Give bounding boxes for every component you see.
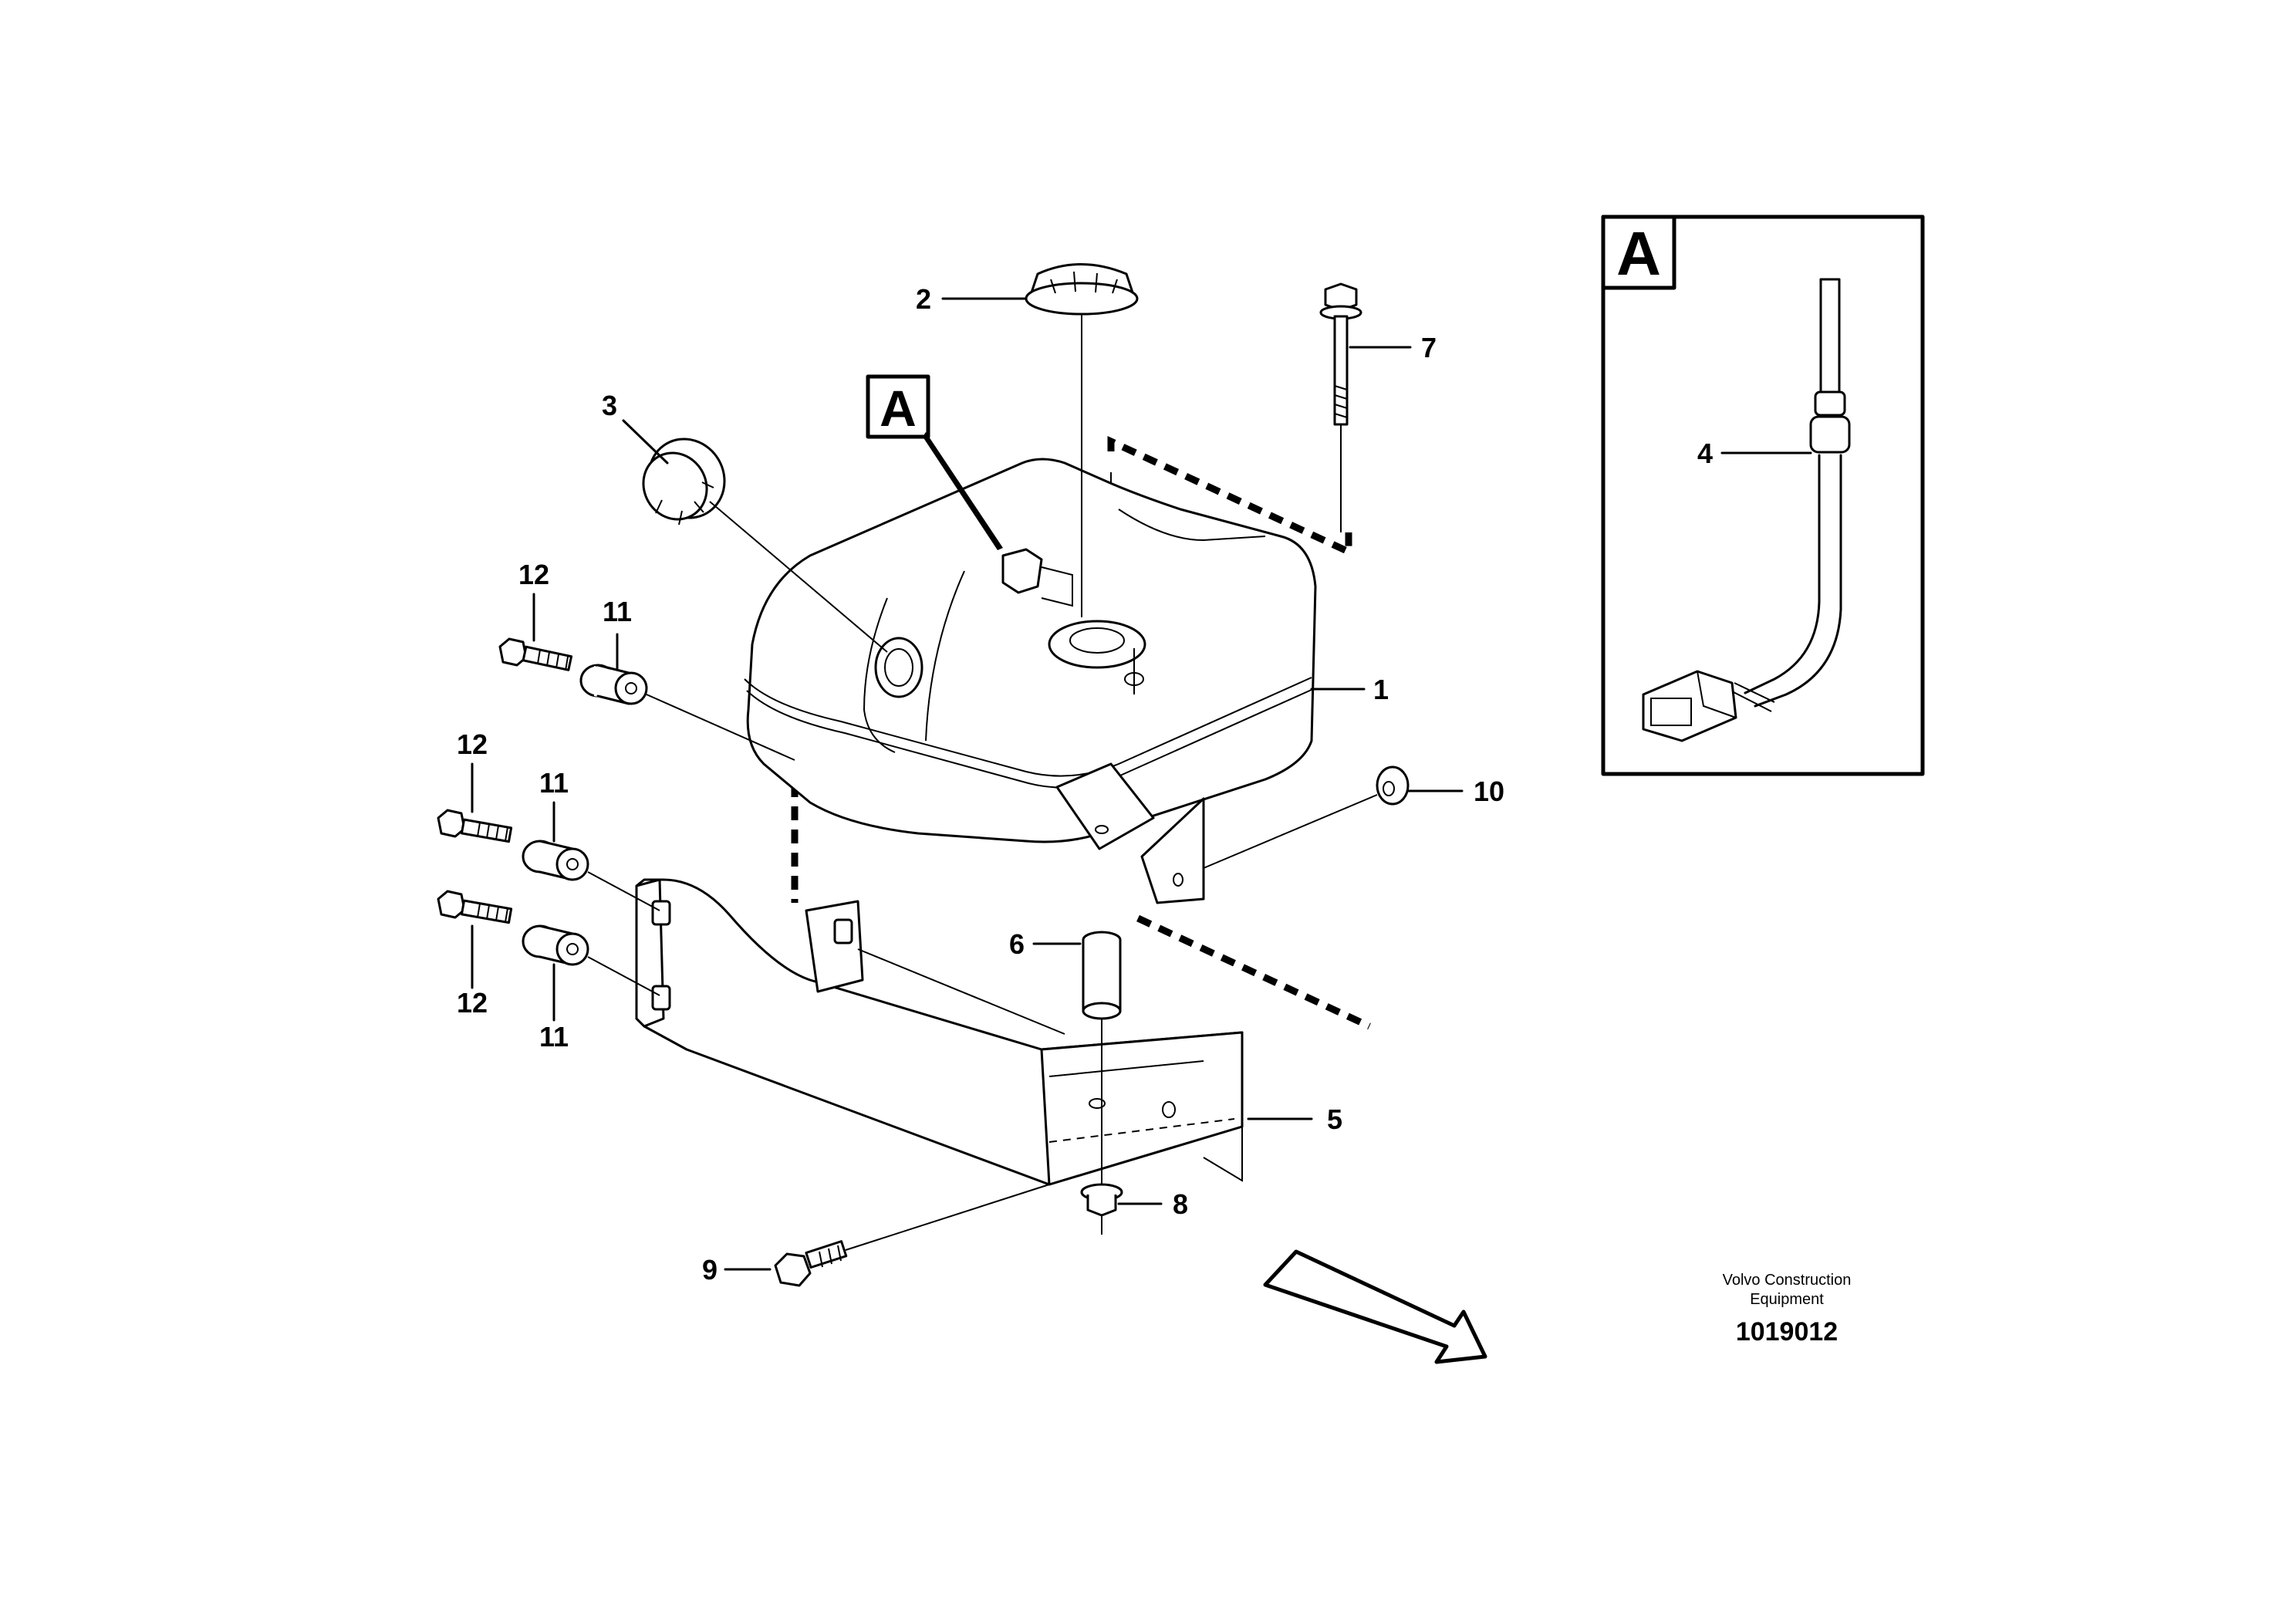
callout-7: 7 — [1421, 332, 1437, 363]
filler-cap-part-3 — [642, 438, 888, 653]
callout-12b: 12 — [457, 728, 488, 760]
inset-detail-label: A — [1616, 219, 1661, 288]
callout-1: 1 — [1373, 674, 1389, 705]
bolt-part-12-top — [498, 637, 573, 671]
callout-2: 2 — [916, 283, 931, 315]
detail-ref-a: A — [866, 374, 1003, 550]
callout-4: 4 — [1697, 438, 1713, 469]
direction-arrow-icon — [1263, 1249, 1487, 1364]
callout-12a: 12 — [518, 559, 549, 590]
spacer-part-11-middle — [522, 840, 660, 911]
callout-11c: 11 — [539, 1021, 569, 1053]
bracket-part-5 — [635, 878, 1244, 1186]
brand-line-1: Volvo Construction — [1723, 1272, 1852, 1289]
bolt-part-12-bottom — [437, 890, 513, 924]
nut-part-8 — [1080, 1183, 1123, 1217]
callout-11b: 11 — [539, 767, 569, 799]
bolt-part-9 — [774, 1184, 1050, 1287]
callout-9: 9 — [702, 1254, 718, 1286]
level-sensor-part-4 — [1642, 278, 1851, 742]
bolt-part-12-middle — [437, 809, 513, 843]
callout-5: 5 — [1327, 1103, 1342, 1135]
spacer-part-11-bottom — [522, 924, 660, 996]
washer-part-10 — [1203, 765, 1410, 869]
spacer-part-6 — [1082, 931, 1122, 1235]
callout-11a: 11 — [603, 596, 632, 627]
document-number: 1019012 — [1736, 1317, 1838, 1347]
callout-12c: 12 — [457, 987, 488, 1019]
callout-6: 6 — [1009, 928, 1025, 960]
callout-8: 8 — [1173, 1188, 1188, 1220]
callout-3: 3 — [602, 390, 617, 421]
leader-3 — [622, 419, 669, 465]
main-detail-label: A — [880, 380, 917, 437]
spacer-part-11-top — [579, 664, 795, 761]
detail-inset-a: A 4 — [1601, 215, 1925, 776]
expansion-tank-part-1 — [744, 458, 1317, 904]
bolt-part-7 — [1319, 282, 1362, 532]
brand-line-2: Equipment — [1750, 1291, 1824, 1308]
callout-10: 10 — [1474, 776, 1504, 807]
pressure-cap-part-2 — [1025, 263, 1139, 617]
